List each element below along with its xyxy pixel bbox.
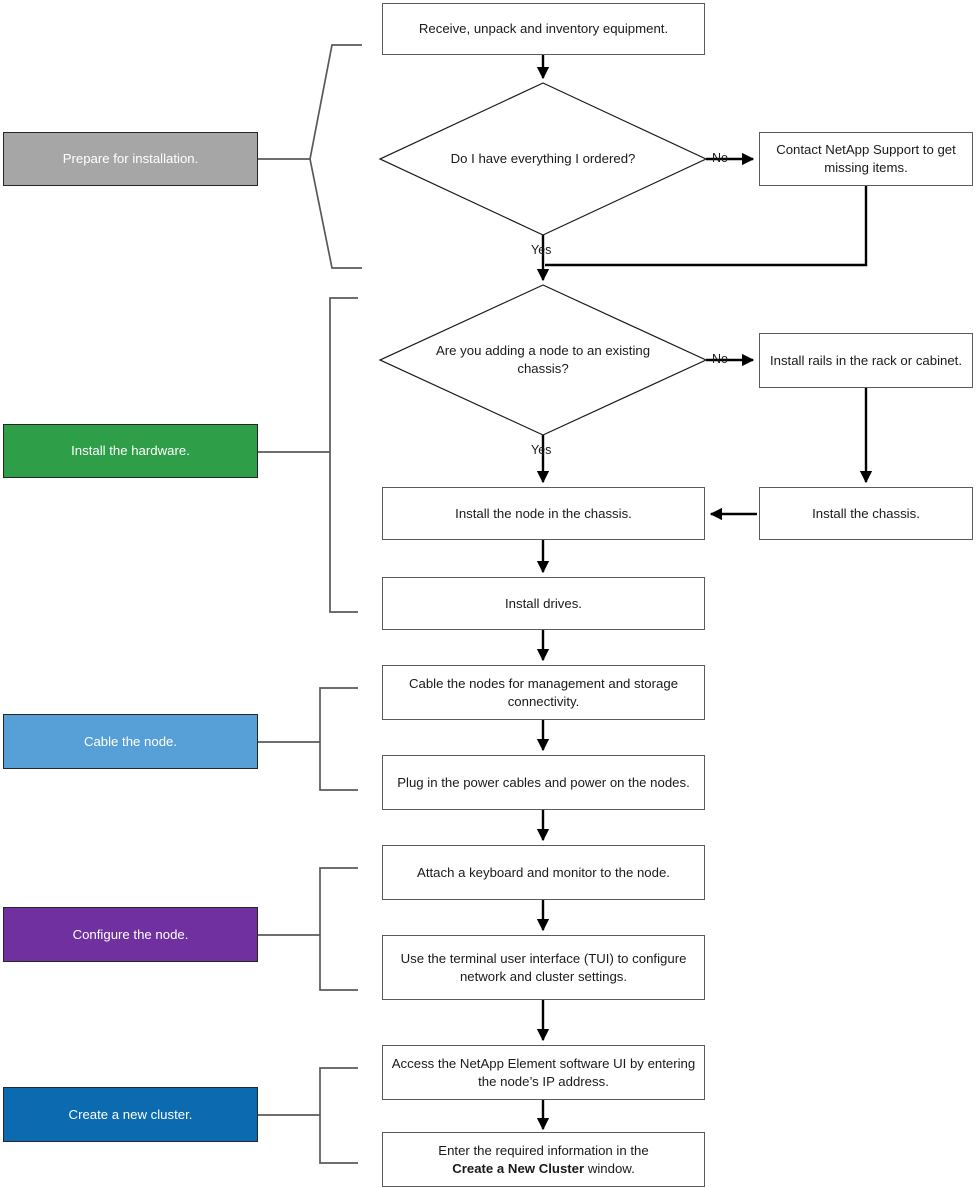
step-label: Install rails in the rack or cabinet.: [769, 352, 963, 368]
step-plug-in-power-cables[interactable]: Plug in the power cables and power on th…: [382, 755, 705, 810]
phase-brackets: [258, 44, 362, 1164]
step-cable-nodes-management-storage[interactable]: Cable the nodes for management and stora…: [382, 665, 705, 720]
phase-label: Install the hardware.: [71, 443, 190, 459]
step-contact-netapp-support[interactable]: Contact NetApp Support to get missing it…: [759, 132, 973, 186]
step-label: Install the node in the chassis.: [455, 505, 632, 521]
step-label: Install the chassis.: [812, 505, 920, 521]
step-label: Use the terminal user interface (TUI) to…: [400, 950, 687, 984]
phase-create-a-new-cluster[interactable]: Create a new cluster.: [3, 1087, 258, 1142]
step-attach-keyboard-monitor[interactable]: Attach a keyboard and monitor to the nod…: [382, 845, 705, 900]
bracket-install: [329, 297, 358, 613]
bracket-prepare-lower: [309, 158, 362, 269]
step-install-drives[interactable]: Install drives.: [382, 577, 705, 630]
phase-cable-the-node[interactable]: Cable the node.: [3, 714, 258, 769]
bracket-configure: [319, 867, 358, 991]
phase-label: Configure the node.: [72, 926, 189, 942]
edge-label-adding-node-yes: Yes: [531, 443, 552, 457]
step-label: Access the NetApp Element software UI by…: [391, 1055, 696, 1089]
decision-adding-node-shape: [378, 284, 708, 436]
edge-label-adding-node-no: No: [712, 352, 728, 366]
bracket-cluster: [319, 1067, 358, 1164]
phase-configure-the-node[interactable]: Configure the node.: [3, 907, 258, 962]
step-label-part-1: Enter the required information in the: [438, 1142, 649, 1158]
step-label: Plug in the power cables and power on th…: [397, 774, 690, 790]
step-label-composite: Enter the required information in the Cr…: [438, 1142, 648, 1178]
bracket-prepare-upper: [258, 44, 362, 160]
step-label-emphasis: Create a New Cluster: [452, 1160, 585, 1176]
step-label-part-3: window.: [584, 1160, 635, 1176]
phase-prepare-for-installation[interactable]: Prepare for installation.: [3, 132, 258, 186]
phase-label: Prepare for installation.: [62, 151, 199, 167]
step-receive-unpack-inventory[interactable]: Receive, unpack and inventory equipment.: [382, 3, 705, 55]
phase-label: Cable the node.: [83, 733, 178, 749]
step-label: Contact NetApp Support to get missing it…: [776, 142, 956, 175]
decision-shapes: [378, 82, 708, 436]
step-label: Cable the nodes for management and stora…: [408, 675, 679, 709]
edge-label-have-all-yes: Yes: [531, 243, 552, 257]
step-label: Install drives.: [505, 595, 582, 611]
step-install-the-chassis[interactable]: Install the chassis.: [759, 487, 973, 540]
step-label: Receive, unpack and inventory equipment.: [418, 21, 669, 37]
phase-install-the-hardware[interactable]: Install the hardware.: [3, 424, 258, 478]
step-install-rails[interactable]: Install rails in the rack or cabinet.: [759, 333, 973, 388]
step-install-node-in-chassis[interactable]: Install the node in the chassis.: [382, 487, 705, 540]
step-access-element-software-ui[interactable]: Access the NetApp Element software UI by…: [382, 1045, 705, 1100]
edge-label-have-all-no: No: [712, 151, 728, 165]
phase-label: Create a new cluster.: [68, 1106, 193, 1122]
step-enter-required-information[interactable]: Enter the required information in the Cr…: [382, 1132, 705, 1187]
step-use-terminal-user-interface[interactable]: Use the terminal user interface (TUI) to…: [382, 935, 705, 1000]
bracket-cable: [319, 687, 358, 791]
step-label: Attach a keyboard and monitor to the nod…: [417, 864, 670, 880]
decision-have-all-shape: [378, 82, 708, 236]
flow-connectors: [536, 55, 873, 1131]
